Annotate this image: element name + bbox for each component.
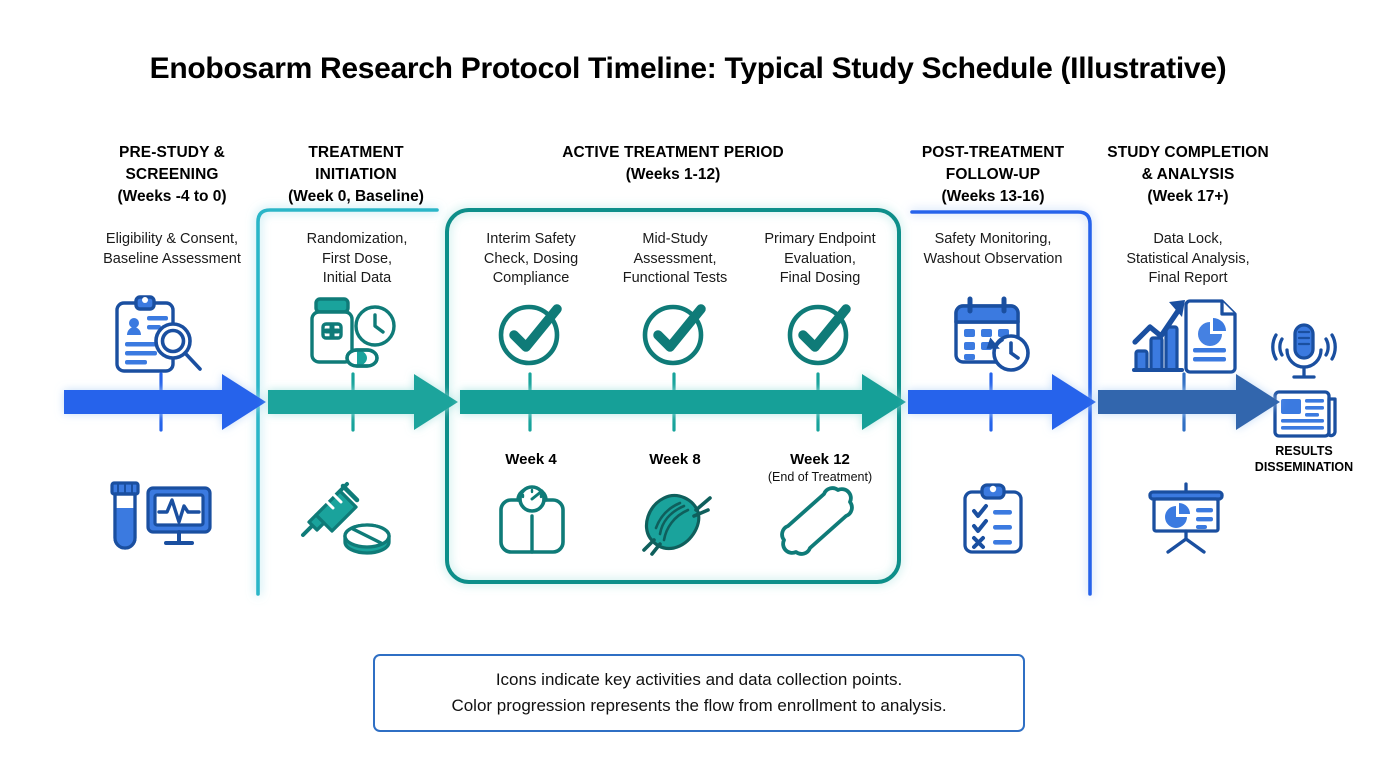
- phase-header-post-treatment-follow-up: POST-TREATMENT FOLLOW-UP (Weeks 13-16): [900, 142, 1086, 208]
- phase-weeks: (Week 17+): [1147, 188, 1229, 205]
- week-sublabel: (End of Treatment): [767, 470, 873, 484]
- timeline-arrow-chain: [64, 372, 1280, 432]
- milestone-label-week-12: Week 12 (End of Treatment): [744, 450, 896, 485]
- phase-header-treatment-initiation: TREATMENT INITIATION (Week 0, Baseline): [256, 142, 456, 208]
- phase-title-line2: INITIATION: [315, 166, 397, 183]
- desc-line3: Compliance: [492, 270, 570, 286]
- phase-weeks: (Week 0, Baseline): [288, 188, 424, 205]
- results-dissemination-label: RESULTS DISSEMINATION: [1232, 444, 1376, 475]
- milestone-label-week-8: Week 8: [604, 450, 746, 469]
- desc-line2: Evaluation,: [784, 250, 856, 267]
- arrow-segment-study-completion: [1098, 374, 1280, 430]
- week-label: Week 4: [505, 451, 557, 468]
- milestone-desc-week-4: Interim Safety Check, Dosing Compliance: [460, 230, 602, 289]
- phase-title-line2: FOLLOW-UP: [945, 166, 1041, 183]
- phase-title-line1: STUDY COMPLETION: [1107, 144, 1269, 161]
- phase-title-line2: SCREENING: [125, 166, 219, 183]
- note-line-2: Color progression represents the flow fr…: [451, 696, 947, 715]
- newspaper-icon: [1273, 390, 1337, 438]
- weight-scale-icon: [499, 485, 565, 554]
- check-circle-icon: [498, 304, 562, 366]
- phase-weeks: (Weeks 13-16): [941, 188, 1045, 205]
- phase-title-line1: POST-TREATMENT: [921, 144, 1065, 161]
- desc-line1: Mid-Study: [642, 231, 708, 247]
- milestone-desc-week-8: Mid-Study Assessment, Functional Tests: [604, 230, 746, 289]
- calendar-clock-icon: [954, 296, 1030, 372]
- desc-line1: Data Lock,: [1153, 231, 1223, 247]
- muscle-icon: [642, 493, 712, 556]
- phase-title-line2: & ANALYSIS: [1141, 166, 1235, 183]
- checklist-clipboard-icon: [963, 483, 1023, 554]
- desc-line3: Initial Data: [322, 270, 392, 286]
- desc-line2: Assessment,: [633, 250, 717, 267]
- desc-line2: Baseline Assessment: [103, 250, 241, 267]
- week-label: Week 12: [790, 451, 850, 468]
- milestone-desc-week-12: Primary Endpoint Evaluation, Final Dosin…: [744, 230, 896, 289]
- desc-line1: Interim Safety: [486, 231, 576, 247]
- phase-desc-post-treatment-follow-up: Safety Monitoring, Washout Observation: [898, 230, 1088, 269]
- milestone-label-week-4: Week 4: [460, 450, 602, 469]
- phase-title-line1: TREATMENT: [308, 144, 404, 161]
- desc-line1: Randomization,: [306, 231, 408, 247]
- bone-icon: [780, 486, 854, 556]
- desc-line2: Washout Observation: [923, 250, 1063, 267]
- legend-note-box: Icons indicate key activities and data c…: [373, 654, 1025, 732]
- phase-weeks: (Weeks -4 to 0): [117, 188, 227, 205]
- phase-header-active-treatment-period: ACTIVE TREATMENT PERIOD (Weeks 1-12): [450, 142, 896, 186]
- check-circle-icon: [642, 304, 706, 366]
- phase-desc-study-completion-analysis: Data Lock, Statistical Analysis, Final R…: [1090, 230, 1286, 289]
- endpoint-label-line1: RESULTS: [1275, 444, 1333, 458]
- desc-line2: Statistical Analysis,: [1126, 250, 1250, 267]
- desc-line1: Primary Endpoint: [764, 231, 876, 247]
- presentation-pie-chart-icon: [1148, 482, 1224, 554]
- desc-line2: Check, Dosing: [483, 250, 579, 267]
- phase-desc-pre-study-screening: Eligibility & Consent, Baseline Assessme…: [58, 230, 286, 269]
- phase-header-study-completion-analysis: STUDY COMPLETION & ANALYSIS (Week 17+): [1090, 142, 1286, 208]
- desc-line3: Final Report: [1148, 270, 1228, 286]
- check-circle-icon: [787, 304, 851, 366]
- desc-line3: Final Dosing: [779, 270, 861, 286]
- desc-line3: Functional Tests: [622, 270, 728, 286]
- growth-chart-report-icon: [1132, 299, 1237, 374]
- phase-weeks: (Weeks 1-12): [625, 166, 721, 183]
- phase-desc-treatment-initiation: Randomization, First Dose, Initial Data: [262, 230, 452, 289]
- phase-title-line1: PRE-STUDY &: [119, 144, 225, 161]
- endpoint-label-line2: DISSEMINATION: [1254, 459, 1354, 474]
- clipboard-search-icon: [115, 295, 202, 373]
- pill-bottle-clock-icon: [310, 297, 396, 368]
- desc-line1: Safety Monitoring,: [934, 231, 1052, 247]
- desc-line2: First Dose,: [321, 250, 393, 267]
- desc-line1: Eligibility & Consent,: [105, 231, 239, 247]
- note-line-1: Icons indicate key activities and data c…: [495, 670, 903, 689]
- phase-header-pre-study-screening: PRE-STUDY & SCREENING (Weeks -4 to 0): [58, 142, 286, 208]
- blood-vial-monitor-icon: [110, 481, 212, 550]
- syringe-tablet-icon: [301, 482, 391, 555]
- page-title: Enobosarm Research Protocol Timeline: Ty…: [149, 52, 1227, 85]
- phase-title-line1: ACTIVE TREATMENT PERIOD: [562, 144, 784, 161]
- arrow-segment-treatment-initiation: [268, 374, 458, 430]
- arrow-segment-active-treatment: [460, 374, 906, 430]
- week-label: Week 8: [649, 451, 701, 468]
- microphone-icon: [1271, 323, 1337, 379]
- arrow-segment-post-treatment: [908, 374, 1096, 430]
- arrow-segment-pre-study: [64, 374, 266, 430]
